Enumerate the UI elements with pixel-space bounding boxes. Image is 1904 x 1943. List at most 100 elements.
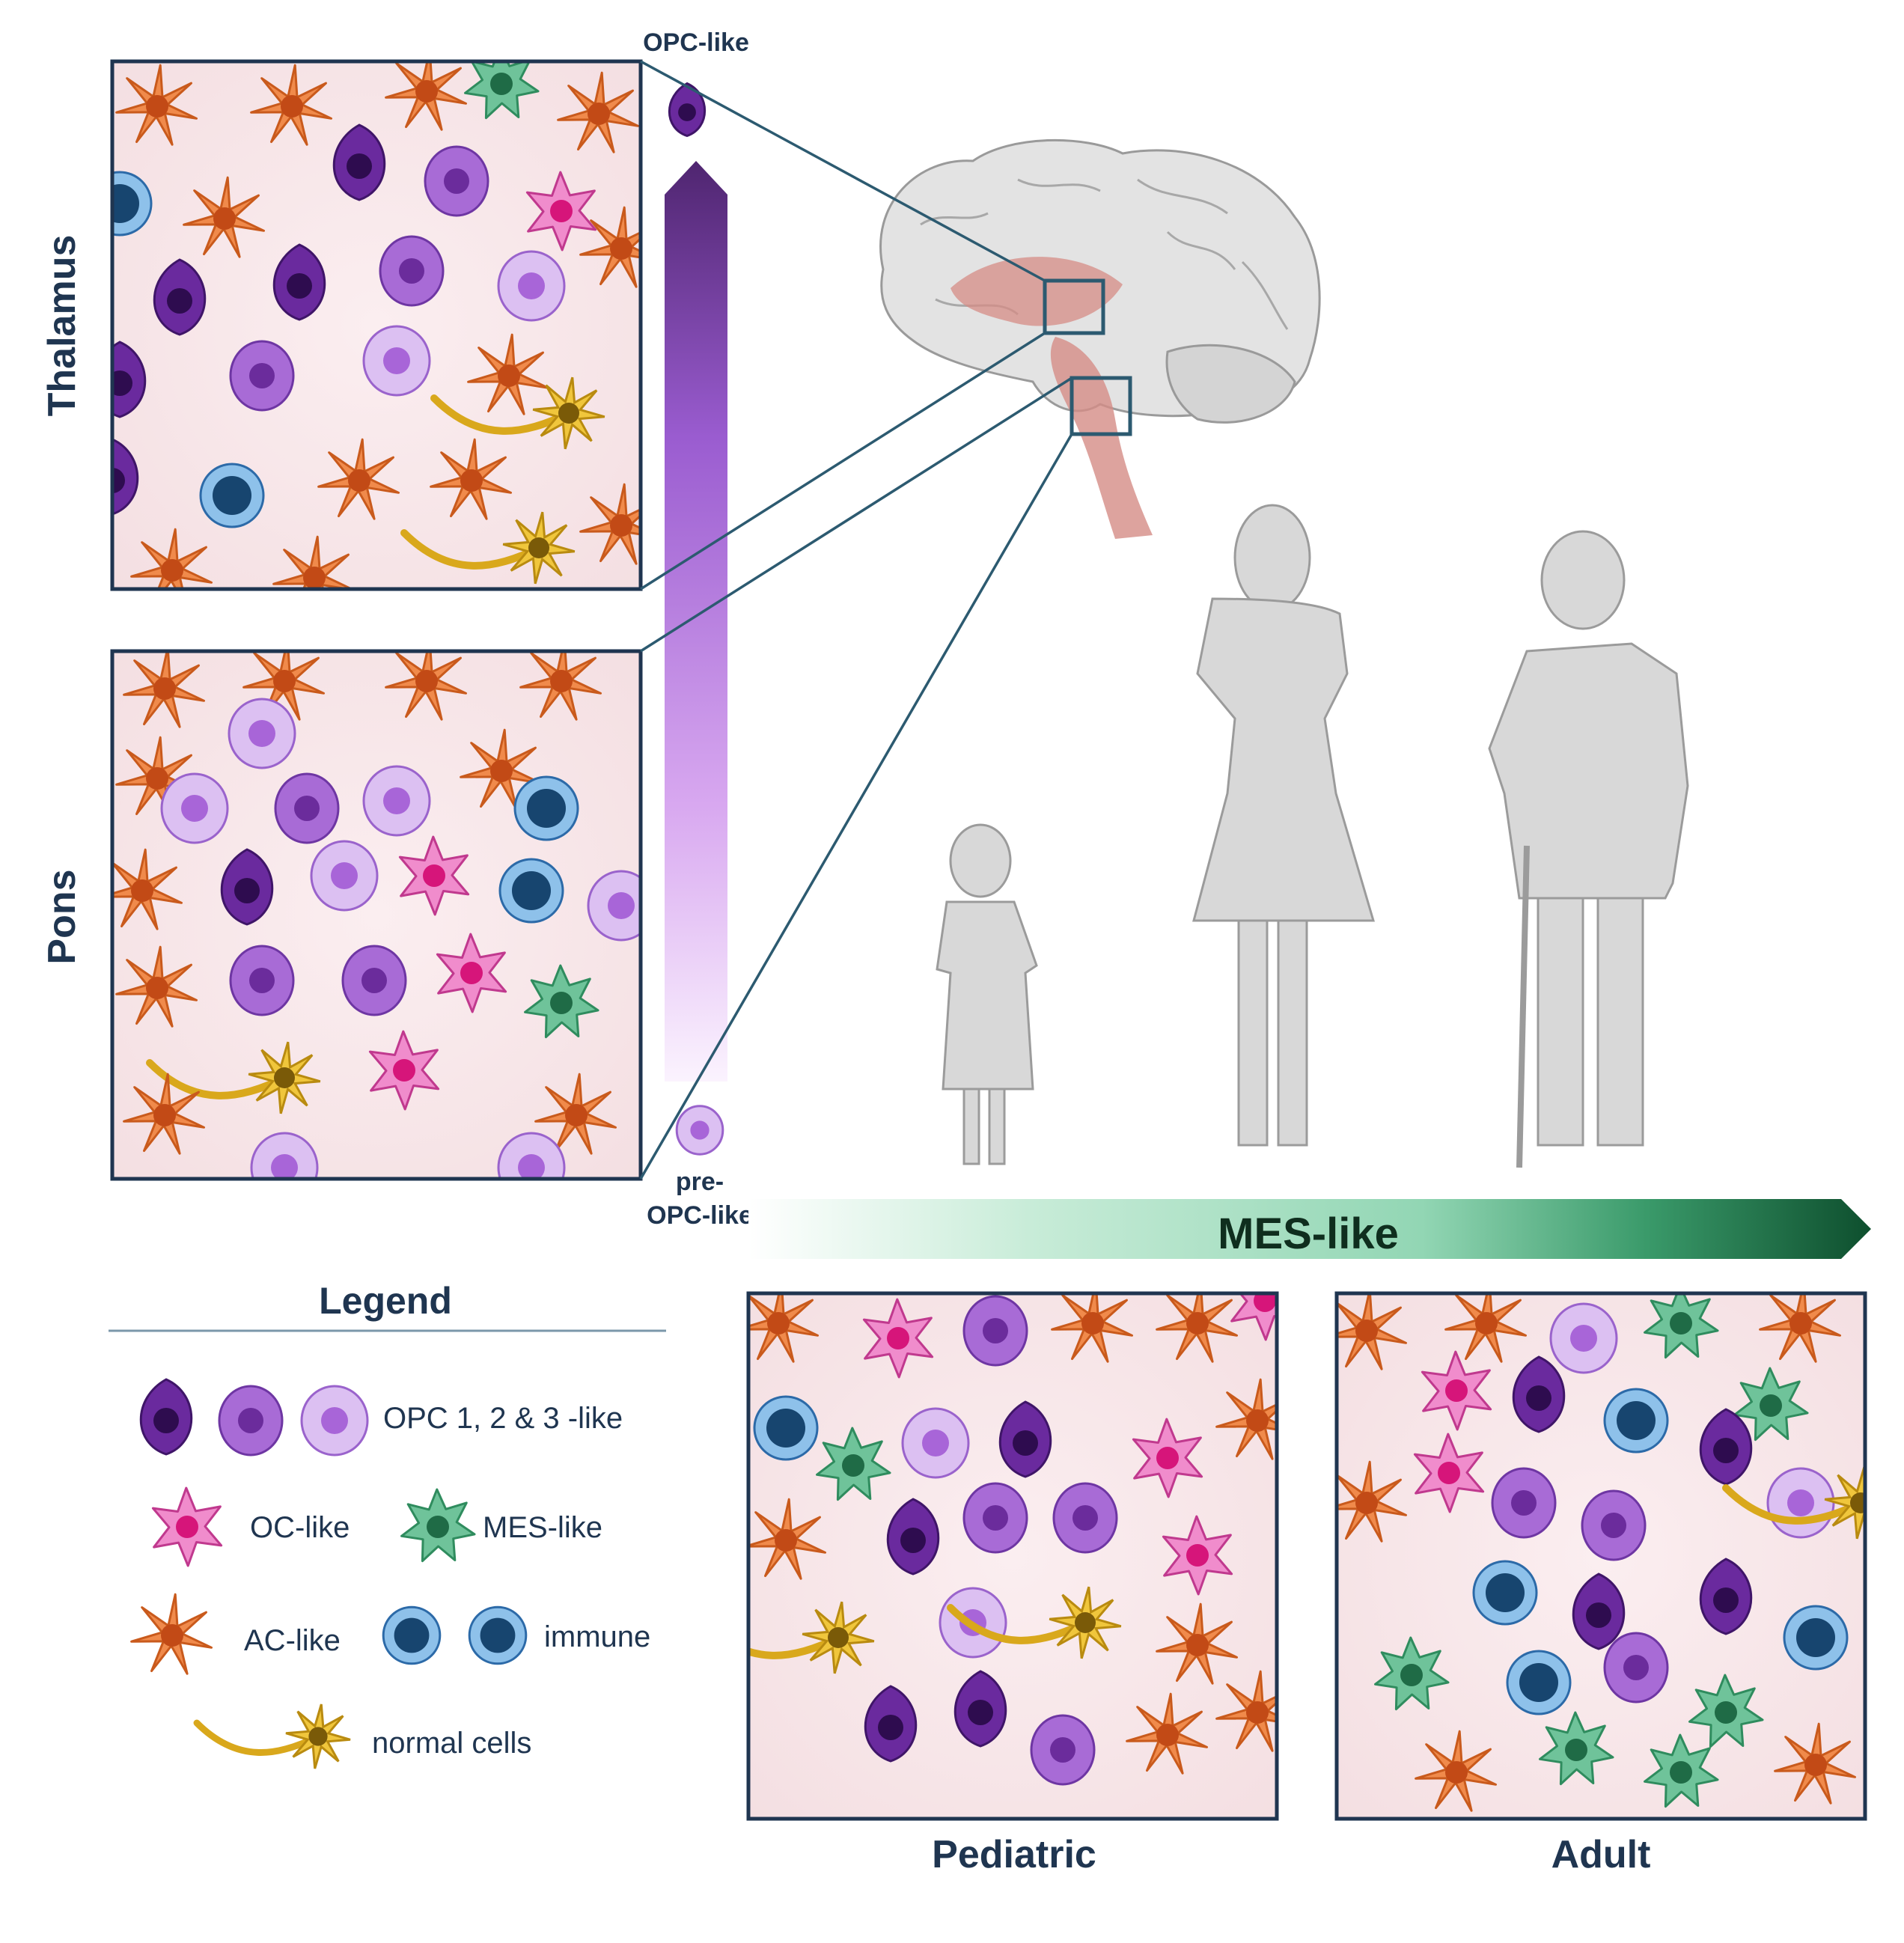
brain-illustration — [879, 138, 1321, 539]
mes-like-label: MES-like — [1218, 1210, 1399, 1258]
opc-like-top-label: OPC-like — [643, 28, 749, 57]
opc1-cell-icon — [153, 258, 207, 336]
opc2-cell-icon — [1603, 1632, 1669, 1703]
ac-cell-icon — [1337, 1293, 1407, 1370]
legend-opc3-icon — [300, 1385, 369, 1457]
opc1-cell-icon — [1572, 1573, 1626, 1650]
pre-opc-like-bottom-cell-icon — [675, 1105, 724, 1156]
ac-cell-icon — [519, 651, 602, 721]
mes-cell-icon — [1688, 1674, 1764, 1748]
ac-cell-icon — [123, 1073, 205, 1155]
opc2-cell-icon — [379, 235, 445, 307]
opc2-cell-icon — [962, 1295, 1028, 1367]
ac-cell-icon — [272, 535, 355, 589]
ac-cell-icon — [1051, 1293, 1133, 1363]
legend-ac-label: AC-like — [244, 1624, 341, 1657]
ac-cell-icon — [123, 651, 205, 728]
ac-cell-icon — [242, 651, 325, 721]
norm-cell-icon — [947, 1586, 1122, 1659]
oc-cell-icon — [862, 1298, 934, 1379]
region-label-pons: Pons — [40, 869, 84, 964]
imm-cell-icon — [513, 775, 579, 841]
opc3-cell-icon — [497, 1132, 566, 1179]
ac-cell-icon — [317, 438, 400, 520]
opc3-cell-icon — [160, 772, 229, 844]
opc3-cell-icon — [1549, 1302, 1618, 1374]
opc1-cell-icon — [112, 438, 139, 516]
region-label-thalamus: Thalamus — [40, 235, 84, 417]
legend-oc-label: OC-like — [250, 1511, 350, 1544]
opc3-cell-icon — [228, 698, 296, 769]
opc1-cell-icon — [953, 1670, 1007, 1748]
ac-cell-icon — [579, 206, 641, 288]
opc1-cell-icon — [1699, 1558, 1753, 1635]
opc1-cell-icon — [272, 243, 326, 321]
mes-cell-icon — [524, 964, 599, 1039]
opc3-cell-icon — [362, 325, 431, 397]
imm-cell-icon — [1783, 1605, 1849, 1671]
legend-immune-label: immune — [544, 1620, 650, 1653]
ac-cell-icon — [1126, 1692, 1208, 1775]
legend-immune-1-icon — [382, 1605, 442, 1665]
pons-panel — [110, 649, 643, 1181]
ac-cell-icon — [1215, 1670, 1277, 1752]
pediatric-panel — [746, 1291, 1279, 1821]
legend-opc1-icon — [139, 1378, 193, 1456]
legend-mes-icon — [400, 1488, 476, 1563]
adult-caption: Adult — [1551, 1833, 1651, 1876]
mes-gradient-arrow — [748, 1199, 1871, 1259]
ac-cell-icon — [467, 333, 549, 415]
pre-opc-label-line2: OPC-like — [647, 1201, 753, 1230]
opc-like-top-cell-icon — [668, 82, 706, 138]
legend-normal-label: normal cells — [372, 1727, 531, 1760]
oc-cell-icon — [1230, 1293, 1277, 1341]
imm-cell-icon — [753, 1395, 819, 1461]
ac-cell-icon — [1215, 1378, 1277, 1460]
norm-cell-icon — [430, 376, 605, 450]
opc-gradient-arrow — [665, 161, 727, 1082]
opc2-cell-icon — [424, 145, 489, 217]
connector-lines — [639, 60, 1073, 1180]
norm-cell-icon — [400, 511, 576, 585]
legend-oc-icon — [151, 1486, 223, 1567]
mes-cell-icon — [1644, 1293, 1719, 1359]
oc-cell-icon — [436, 933, 507, 1013]
opc2-cell-icon — [1030, 1714, 1096, 1786]
thalamus-box — [1043, 278, 1105, 335]
norm-cell-icon — [1722, 1466, 1865, 1540]
legend-opc2-icon — [218, 1385, 284, 1457]
opc3-cell-icon — [901, 1407, 970, 1479]
ac-cell-icon — [748, 1498, 826, 1580]
opc1-cell-icon — [220, 848, 274, 926]
oc-cell-icon — [1413, 1433, 1485, 1513]
opc1-cell-icon — [864, 1685, 918, 1763]
legend: Legend OPC 1, 2 & 3 -like OC-like MES-li… — [109, 1280, 666, 1769]
opc2-cell-icon — [1581, 1489, 1647, 1561]
opc1-cell-icon — [998, 1400, 1052, 1478]
ac-cell-icon — [115, 945, 198, 1028]
child-silhouette — [936, 823, 1038, 1165]
opc1-cell-icon — [112, 341, 147, 418]
adult-panel — [1334, 1291, 1867, 1821]
ac-cell-icon — [460, 728, 542, 811]
oc-cell-icon — [1421, 1350, 1492, 1431]
ac-cell-icon — [385, 651, 467, 721]
ac-cell-icon — [1759, 1293, 1841, 1363]
mes-cell-icon — [1374, 1636, 1450, 1711]
norm-cell-icon — [748, 1601, 875, 1674]
ac-cell-icon — [430, 438, 512, 520]
legend-mes-label: MES-like — [483, 1511, 602, 1544]
ac-cell-icon — [1337, 1460, 1407, 1543]
mes-cell-icon — [1733, 1367, 1809, 1442]
ac-cell-icon — [115, 64, 198, 146]
opc1-cell-icon — [886, 1498, 940, 1576]
pediatric-caption: Pediatric — [932, 1833, 1096, 1876]
elderly-silhouette — [1488, 530, 1689, 1168]
ac-cell-icon — [1444, 1293, 1527, 1363]
opc2-cell-icon — [1491, 1467, 1557, 1539]
ac-cell-icon — [385, 61, 467, 131]
ac-cell-icon — [748, 1293, 819, 1363]
imm-cell-icon — [112, 171, 153, 237]
opc2-cell-icon — [1052, 1482, 1118, 1554]
legend-opc-label: OPC 1, 2 & 3 -like — [383, 1402, 623, 1435]
